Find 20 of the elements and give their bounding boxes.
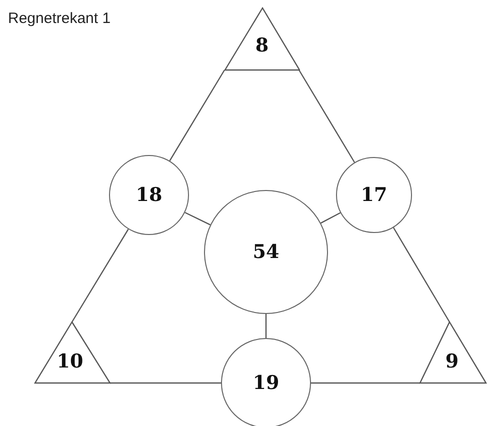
connector-line [265, 314, 267, 338]
corner-triangle [224, 7, 300, 71]
connector-line [320, 212, 341, 224]
number: 9 [445, 352, 459, 372]
number: 10 [56, 352, 84, 372]
connector-line [392, 227, 450, 322]
connector-line [169, 70, 226, 162]
corner-triangle [34, 321, 111, 384]
number: 54 [252, 242, 280, 262]
number: 19 [252, 374, 280, 392]
connector-line [298, 70, 356, 163]
number: 17 [360, 186, 388, 204]
connector-line [184, 212, 211, 226]
connector-line [110, 382, 221, 384]
number: 18 [136, 186, 162, 204]
connector-line [311, 382, 420, 384]
number: 8 [255, 36, 269, 56]
corner-triangle [419, 321, 487, 384]
connector-line [71, 228, 129, 322]
title: Regnetrekant 1 [8, 10, 111, 27]
